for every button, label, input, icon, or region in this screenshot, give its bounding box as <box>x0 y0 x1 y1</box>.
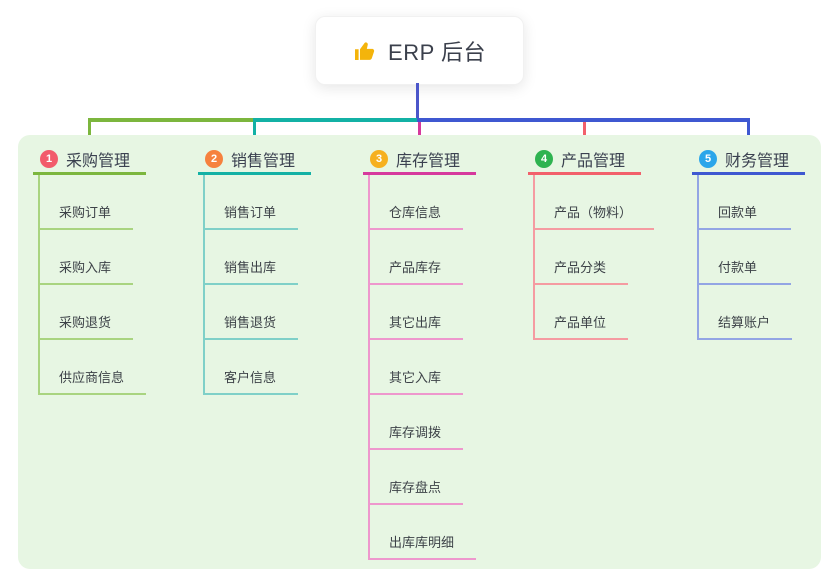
drop-branch1 <box>88 118 91 146</box>
child-label: 产品库存 <box>389 260 442 275</box>
child-node[interactable]: 产品单位 <box>535 285 629 340</box>
branch-index-badge: 2 <box>205 150 223 168</box>
drop-branch4 <box>583 122 586 146</box>
child-label: 采购退货 <box>59 315 112 330</box>
branch-title-label: 库存管理 <box>396 153 461 170</box>
branch-finance: 5 财务管理 回款单 付款单 结算账户 <box>692 146 805 340</box>
branch-title-label: 销售管理 <box>231 153 296 170</box>
drop-branch3 <box>418 122 421 146</box>
child-label: 回款单 <box>718 205 758 220</box>
branch-index-badge: 5 <box>699 150 717 168</box>
branch-index-badge: 4 <box>535 150 553 168</box>
branch-index-badge: 1 <box>40 150 58 168</box>
branch-title-purchase[interactable]: 1 采购管理 <box>33 146 146 175</box>
connector-branch2 <box>253 118 417 122</box>
child-label: 其它出库 <box>389 315 442 330</box>
branch-children: 销售订单 销售出库 销售退货 客户信息 <box>203 175 299 395</box>
child-node[interactable]: 仓库信息 <box>370 175 464 230</box>
branch-title-label: 产品管理 <box>561 153 626 170</box>
child-node[interactable]: 回款单 <box>699 175 791 230</box>
child-node[interactable]: 其它入库 <box>370 340 464 395</box>
child-node[interactable]: 结算账户 <box>699 285 793 340</box>
child-node[interactable]: 其它出库 <box>370 285 464 340</box>
child-node[interactable]: 库存调拨 <box>370 395 464 450</box>
child-node[interactable]: 产品库存 <box>370 230 464 285</box>
child-node[interactable]: 销售订单 <box>205 175 299 230</box>
child-label: 其它入库 <box>389 370 442 385</box>
child-label: 销售订单 <box>224 205 277 220</box>
child-label: 采购入库 <box>59 260 112 275</box>
branch-title-sales[interactable]: 2 销售管理 <box>198 146 311 175</box>
child-node[interactable]: 采购订单 <box>40 175 134 230</box>
child-node[interactable]: 付款单 <box>699 230 791 285</box>
child-node[interactable]: 库存盘点 <box>370 450 464 505</box>
branch-inventory: 3 库存管理 仓库信息 产品库存 其它出库 其它入库 库存调拨 库存盘点 出库库… <box>363 146 477 560</box>
branch-children: 采购订单 采购入库 采购退货 供应商信息 <box>38 175 147 395</box>
child-label: 产品单位 <box>554 315 607 330</box>
child-label: 付款单 <box>718 260 758 275</box>
branch-children: 回款单 付款单 结算账户 <box>697 175 793 340</box>
child-label: 供应商信息 <box>59 370 125 385</box>
child-label: 库存调拨 <box>389 425 442 440</box>
child-node[interactable]: 销售退货 <box>205 285 299 340</box>
canvas-panel <box>18 135 821 569</box>
branch-sales: 2 销售管理 销售订单 销售出库 销售退货 客户信息 <box>198 146 311 395</box>
thumbs-up-icon <box>353 39 377 63</box>
root-node[interactable]: ERP 后台 <box>315 16 524 85</box>
branch-title-product[interactable]: 4 产品管理 <box>528 146 641 175</box>
child-node[interactable]: 销售出库 <box>205 230 299 285</box>
child-node[interactable]: 采购退货 <box>40 285 134 340</box>
child-label: 结算账户 <box>718 315 771 330</box>
child-label: 库存盘点 <box>389 480 442 495</box>
child-node[interactable]: 采购入库 <box>40 230 134 285</box>
child-label: 采购订单 <box>59 205 112 220</box>
child-node[interactable]: 产品分类 <box>535 230 629 285</box>
child-label: 出库库明细 <box>389 535 455 550</box>
child-node[interactable]: 出库库明细 <box>370 505 477 560</box>
child-label: 仓库信息 <box>389 205 442 220</box>
branch-title-label: 采购管理 <box>66 153 131 170</box>
child-label: 产品（物料） <box>554 205 633 220</box>
connector-branch5 <box>417 118 750 122</box>
branch-children: 产品（物料） 产品分类 产品单位 <box>533 175 655 340</box>
connector-branch1 <box>88 118 253 122</box>
drop-branch5 <box>747 118 750 146</box>
child-label: 销售退货 <box>224 315 277 330</box>
child-node[interactable]: 客户信息 <box>205 340 299 395</box>
child-node[interactable]: 产品（物料） <box>535 175 655 230</box>
branch-title-inventory[interactable]: 3 库存管理 <box>363 146 476 175</box>
drop-branch2 <box>253 118 256 146</box>
child-label: 销售出库 <box>224 260 277 275</box>
child-label: 客户信息 <box>224 370 277 385</box>
branch-title-label: 财务管理 <box>725 153 790 170</box>
branch-title-finance[interactable]: 5 财务管理 <box>692 146 805 175</box>
root-stem-line <box>416 83 419 119</box>
branch-index-badge: 3 <box>370 150 388 168</box>
root-label: ERP 后台 <box>388 39 486 65</box>
child-label: 产品分类 <box>554 260 607 275</box>
branch-children: 仓库信息 产品库存 其它出库 其它入库 库存调拨 库存盘点 出库库明细 <box>368 175 477 560</box>
branch-purchase: 1 采购管理 采购订单 采购入库 采购退货 供应商信息 <box>33 146 147 395</box>
child-node[interactable]: 供应商信息 <box>40 340 147 395</box>
branch-product: 4 产品管理 产品（物料） 产品分类 产品单位 <box>528 146 655 340</box>
